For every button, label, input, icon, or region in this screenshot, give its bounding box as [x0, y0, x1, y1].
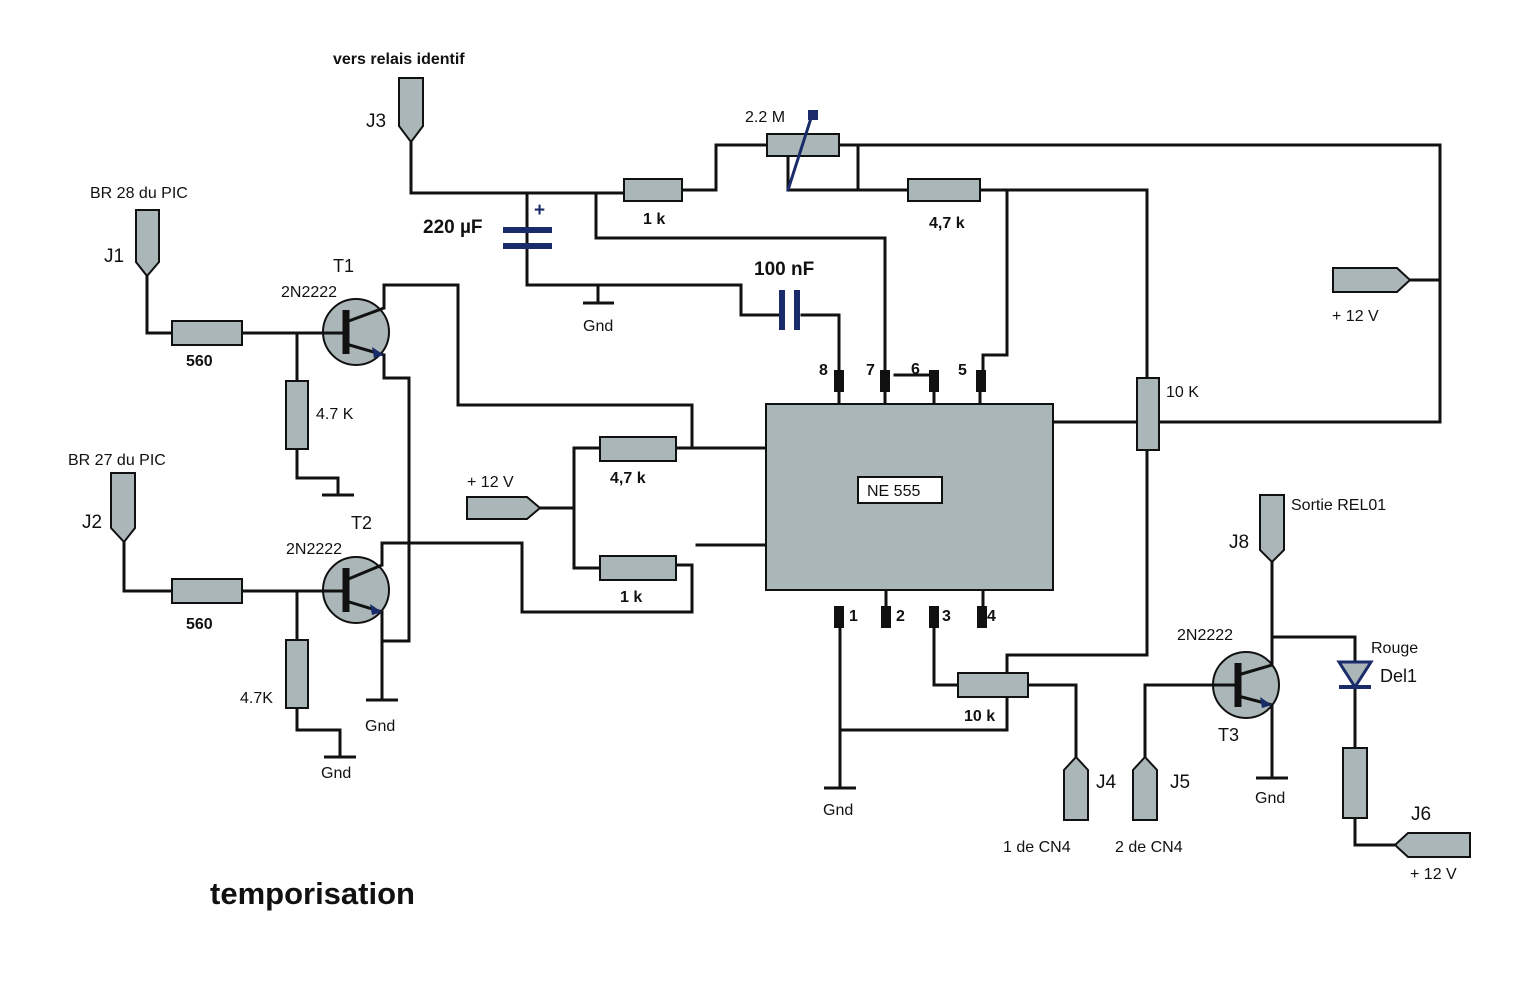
- cap-100-label: 100 nF: [754, 259, 814, 280]
- t1-name: T1: [333, 256, 354, 276]
- pin-1-label: 1: [849, 608, 858, 625]
- gnd-label-2: Gnd: [365, 718, 395, 735]
- pin-7-label: 7: [866, 362, 875, 379]
- j6-label: + 12 V: [1410, 866, 1457, 883]
- resistor-10k-horizontal: [957, 672, 1029, 698]
- ic-label: NE 555: [867, 483, 920, 500]
- ic-pins: [834, 370, 987, 628]
- pin-6-label: 6: [911, 361, 920, 378]
- ground-symbols: [322, 301, 1288, 790]
- gnd-label-1: Gnd: [583, 318, 613, 335]
- resistor-10k-vertical: [1136, 377, 1160, 451]
- j1-name: J1: [104, 246, 124, 267]
- resistor-led: [1342, 747, 1368, 819]
- j2-label: BR 27 du PIC: [68, 452, 166, 469]
- r-4k7-top-label: 4,7 k: [929, 215, 965, 232]
- connector-supply-right: [1332, 267, 1412, 293]
- capacitors: [503, 227, 800, 330]
- t3-name: T3: [1218, 725, 1239, 745]
- r-1k-top-label: 1 k: [643, 211, 665, 228]
- j3-name: J3: [366, 111, 386, 132]
- resistor-4k7-t2: [285, 639, 309, 709]
- resistors: [171, 110, 1368, 819]
- t2-type: 2N2222: [286, 541, 342, 558]
- j8-label: Sortie REL01: [1291, 497, 1386, 514]
- connector-j5: [1132, 755, 1158, 821]
- resistor-4k7-mid: [599, 436, 677, 462]
- pin-8-label: 8: [819, 362, 828, 379]
- connector-j2: [110, 472, 136, 544]
- j4-label: 1 de CN4: [1003, 839, 1071, 856]
- connector-j3: [398, 77, 424, 144]
- resistor-1k-top: [623, 178, 683, 202]
- resistor-1k-mid: [599, 555, 677, 581]
- connector-j4: [1063, 755, 1089, 821]
- capacitor-220uf: [503, 227, 552, 249]
- j5-label: 2 de CN4: [1115, 839, 1183, 856]
- connector-j6: [1393, 832, 1471, 858]
- t3-type: 2N2222: [1177, 627, 1233, 644]
- gnd-label-3: Gnd: [321, 765, 351, 782]
- j4-name: J4: [1096, 772, 1117, 793]
- j5-name: J5: [1170, 772, 1190, 793]
- j1-label: BR 28 du PIC: [90, 185, 188, 202]
- pin-3-label: 3: [942, 608, 951, 625]
- led-del1: [1336, 660, 1374, 690]
- pin-2-label: 2: [896, 608, 905, 625]
- diagram-title: temporisation: [210, 876, 415, 911]
- resistor-560-top: [171, 320, 243, 346]
- resistor-560-bottom: [171, 578, 243, 604]
- r-1k-mid-label: 1 k: [620, 589, 642, 606]
- gnd-label-5: Gnd: [1255, 790, 1285, 807]
- connector-supply-mid: [466, 496, 542, 520]
- r-10k-h-label: 10 k: [964, 708, 995, 725]
- t1-type: 2N2222: [281, 284, 337, 301]
- transistor-t3: [1212, 651, 1280, 719]
- j2-name: J2: [82, 512, 102, 533]
- cap-220-label: 220 µF: [423, 217, 483, 238]
- pin-5-label: 5: [958, 362, 967, 379]
- transistor-t2: [322, 556, 390, 624]
- r-4k7-b-label: 4.7K: [240, 690, 273, 707]
- transistor-t1: [322, 298, 390, 366]
- led-name-label: Del1: [1380, 666, 1417, 686]
- j6-name: J6: [1411, 804, 1431, 825]
- connector-j1: [135, 209, 160, 278]
- connectors: [110, 77, 1471, 858]
- j8-name: J8: [1229, 532, 1249, 553]
- r-560-b-label: 560: [186, 616, 213, 633]
- r-10k-v-label: 10 K: [1166, 384, 1199, 401]
- r-4k7-a-label: 4.7 K: [316, 406, 354, 423]
- t2-name: T2: [351, 513, 372, 533]
- supply-mid-label: + 12 V: [467, 474, 514, 491]
- gnd-label-4: Gnd: [823, 802, 853, 819]
- ic-ne555: [765, 370, 1054, 628]
- labels: vers relais identif J3 BR 28 du PIC J1 B…: [68, 51, 1457, 911]
- connector-j8: [1259, 494, 1285, 564]
- j3-label: vers relais identif: [333, 51, 465, 68]
- pot-label: 2.2 M: [745, 109, 785, 126]
- cap-220-plus: +: [534, 200, 545, 221]
- transistors: [322, 298, 1280, 719]
- resistor-4k7-t1: [285, 380, 309, 450]
- r-560-a-label: 560: [186, 353, 213, 370]
- pin-4-label: 4: [987, 608, 996, 625]
- capacitor-100nf: [779, 290, 800, 330]
- resistor-4k7-top: [907, 178, 981, 202]
- led-color-label: Rouge: [1371, 640, 1418, 657]
- r-4k7-mid-label: 4,7 k: [610, 470, 646, 487]
- supply-right-label: + 12 V: [1332, 308, 1379, 325]
